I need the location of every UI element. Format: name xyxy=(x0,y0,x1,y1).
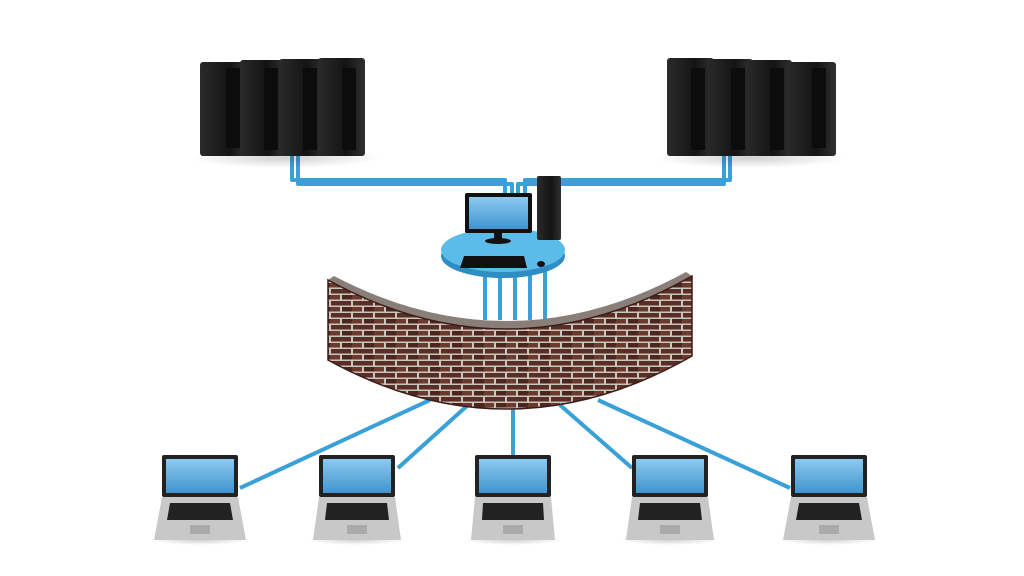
laptop-icon xyxy=(779,455,879,545)
admin-workstation xyxy=(441,176,565,278)
laptop-icon xyxy=(307,455,407,545)
server-rack-right xyxy=(655,58,845,168)
laptops xyxy=(150,455,879,545)
firewall-brick-wall xyxy=(327,272,693,410)
cable-laptop-4 xyxy=(558,403,634,470)
cable-laptop-5 xyxy=(597,398,791,490)
server-tower-icon xyxy=(200,62,248,156)
server-tower-icon xyxy=(707,59,753,156)
server-tower-icon xyxy=(318,58,365,156)
server-tower-icon xyxy=(240,60,286,156)
server-tower-icon xyxy=(279,59,325,156)
mouse-icon xyxy=(537,261,545,267)
server-tower-icon xyxy=(667,58,714,156)
server-tower-icon xyxy=(746,60,792,156)
server-rack-left xyxy=(190,58,380,168)
keyboard-icon xyxy=(460,256,527,268)
monitor-icon xyxy=(465,193,532,244)
cable-laptop-2 xyxy=(396,403,470,470)
server-tower-icon xyxy=(786,62,836,156)
cable-laptop-1 xyxy=(239,398,431,490)
laptop-icon xyxy=(620,455,720,545)
laptop-icon xyxy=(463,455,563,545)
desktop-tower-icon xyxy=(537,176,561,240)
laptop-icon xyxy=(150,455,250,545)
